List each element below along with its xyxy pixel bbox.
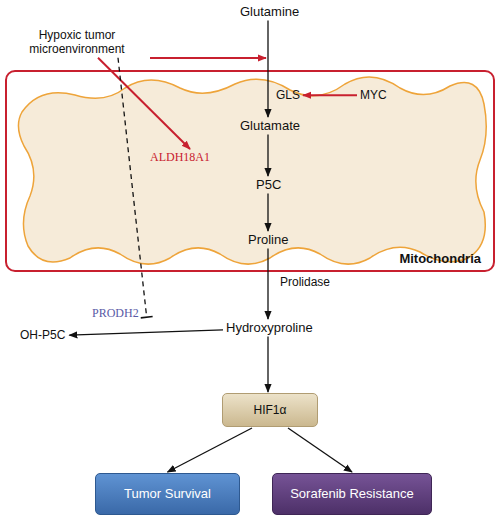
- edge-label: Prolidase: [280, 275, 330, 289]
- factor-box: HIF1α: [222, 393, 318, 427]
- node-text: HIF1α: [254, 403, 287, 417]
- enzyme-label: GLS: [276, 88, 300, 102]
- enzyme-label: ALDH18A1: [150, 150, 210, 164]
- mitochondria-box: Mitochondria GLS MYC GlutamateALDH18A1P5C Pr…: [5, 70, 495, 272]
- arrow-connector: [267, 194, 268, 231]
- metabolite-label: Proline: [248, 232, 288, 248]
- arrow-connector: [267, 21, 268, 117]
- arrow-connector: [168, 428, 253, 472]
- enzyme-label: PRODH2: [92, 306, 147, 320]
- node-text: Proline: [248, 232, 288, 247]
- arrow-connector: [288, 428, 352, 472]
- metabolite-label: P5C: [256, 177, 281, 193]
- node-text: OH-P5C: [20, 328, 65, 342]
- metabolite-label: Hydroxyproline: [226, 320, 313, 336]
- outcome-box: Tumor Survival: [95, 473, 240, 515]
- hypoxia-uptake-arrow: [150, 57, 266, 59]
- inhibition-connector: [118, 58, 147, 317]
- arrow-connector: [267, 337, 268, 392]
- node-text: Glutamate: [240, 118, 300, 133]
- node-text: MYC: [360, 88, 387, 102]
- mitochondrion-shape: [18, 77, 486, 264]
- node-text: Hydroxyproline: [226, 320, 313, 335]
- node-text: Glutamine: [240, 4, 299, 19]
- node-text: Sorafenib Resistance: [290, 486, 414, 502]
- outcome-box: Sorafenib Resistance: [272, 473, 432, 515]
- arrow-connector: [267, 249, 268, 319]
- node-text: ALDH18A1: [150, 150, 210, 164]
- metabolite-label: OH-P5C: [20, 328, 65, 342]
- node-text: PRODH2: [92, 306, 139, 320]
- node-text: Mitochondria: [399, 251, 481, 267]
- node-text: P5C: [256, 177, 281, 192]
- metabolite-label: Glutamate: [240, 118, 300, 134]
- arrow-connector: [267, 135, 268, 176]
- metabolite-label: Glutamine: [240, 4, 299, 20]
- gene-label: MYC: [360, 88, 387, 102]
- node-text: Tumor Survival: [124, 486, 211, 502]
- condition-label: Hypoxic tumor microenvironment: [18, 28, 136, 57]
- arrow-connector: [98, 58, 190, 149]
- node-text: Hypoxic tumor microenvironment: [29, 28, 124, 56]
- node-text: GLS: [276, 88, 300, 102]
- arrow-connector: [69, 330, 223, 335]
- arrow-connector: [303, 94, 357, 96]
